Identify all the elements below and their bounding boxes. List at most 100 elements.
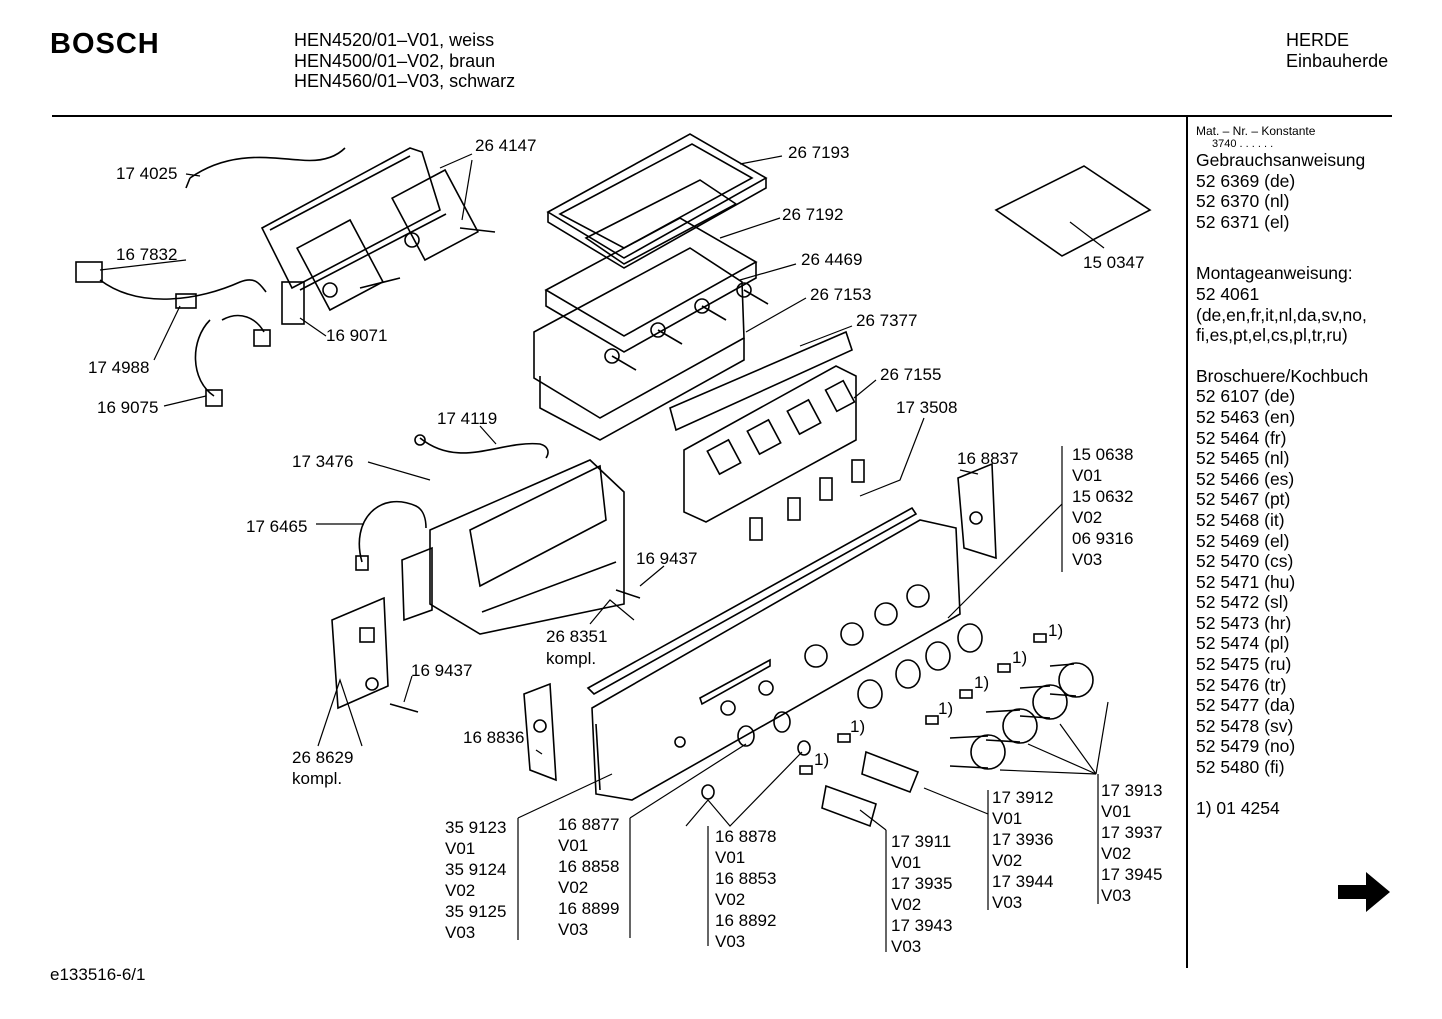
variant-group-17-3913: 17 3913 V01 17 3937 V02 17 3945 V03 bbox=[1101, 781, 1162, 905]
variant-label: V03 bbox=[1072, 550, 1102, 569]
frame-inner bbox=[558, 143, 754, 249]
variant-label: V01 bbox=[1072, 466, 1102, 485]
doc-number: 52 5476 (tr) bbox=[1196, 674, 1287, 695]
part-label: 16 8858 bbox=[558, 857, 619, 876]
leader bbox=[299, 317, 327, 337]
part-label: 26 4469 bbox=[801, 250, 862, 269]
model-list: HEN4520/01–V01, weiss HEN4500/01–V02, br… bbox=[294, 30, 515, 92]
footnote: 1) 01 4254 bbox=[1196, 797, 1280, 818]
screw-bag-15-0347 bbox=[994, 165, 1152, 257]
shaft bbox=[611, 355, 637, 371]
part-label: 16 8877 bbox=[558, 815, 619, 834]
doc-number: 52 5477 (da) bbox=[1196, 695, 1296, 716]
switch-window bbox=[746, 418, 782, 456]
part-label: 16 9071 bbox=[326, 326, 387, 345]
cap-marker bbox=[1033, 633, 1047, 643]
cable-end bbox=[185, 177, 191, 189]
variant-label: V03 bbox=[1101, 886, 1131, 905]
part-label: 26 7155 bbox=[880, 365, 941, 384]
leader bbox=[745, 297, 807, 333]
button-cap bbox=[797, 740, 811, 756]
part-label: 16 7832 bbox=[116, 245, 177, 264]
variant-group-17-3912: 17 3912 V01 17 3936 V02 17 3944 V03 bbox=[992, 788, 1053, 912]
knob bbox=[1058, 662, 1094, 698]
shaft bbox=[743, 289, 769, 305]
bracket-hole bbox=[359, 627, 375, 643]
doc-number: 52 5466 (es) bbox=[1196, 468, 1295, 489]
variant-label: V01 bbox=[1101, 802, 1131, 821]
doc-number: 52 6107 (de) bbox=[1196, 386, 1296, 407]
switch-window bbox=[706, 438, 742, 476]
screw bbox=[459, 227, 496, 233]
leader bbox=[739, 155, 783, 165]
part-label: 35 9123 bbox=[445, 818, 506, 837]
housing-26-7153 bbox=[533, 247, 745, 419]
leader bbox=[367, 461, 431, 481]
part-label: 17 3476 bbox=[292, 452, 353, 471]
switch-knob bbox=[404, 232, 420, 248]
category-line: HERDE bbox=[1286, 30, 1350, 50]
doc-number: 52 5480 (fi) bbox=[1196, 757, 1285, 778]
connector-17-4988 bbox=[175, 293, 197, 309]
part-label: 16 8892 bbox=[715, 911, 776, 930]
model-line: HEN4560/01–V03, schwarz bbox=[294, 71, 516, 91]
part-label: 26 4147 bbox=[475, 136, 536, 155]
part-label: 17 4988 bbox=[88, 358, 149, 377]
pot-knob bbox=[604, 348, 620, 364]
part-label: 17 3937 bbox=[1101, 823, 1162, 842]
doc-number: 52 6369 (de) bbox=[1196, 170, 1296, 191]
screw-16-9437 bbox=[615, 589, 641, 599]
variant-label: V03 bbox=[558, 920, 588, 939]
part-label: 17 3935 bbox=[891, 874, 952, 893]
next-page-arrow-icon[interactable] bbox=[1336, 870, 1392, 914]
doc-number: 52 6371 (el) bbox=[1196, 211, 1290, 232]
screw-16-9437 bbox=[389, 703, 419, 713]
bracket-26-8629 bbox=[331, 596, 389, 710]
part-label: 17 4025 bbox=[116, 164, 177, 183]
switch-body bbox=[295, 218, 385, 312]
cap-marker bbox=[799, 765, 813, 775]
leader bbox=[853, 379, 877, 399]
variant-label: V02 bbox=[992, 851, 1022, 870]
screw bbox=[359, 277, 401, 289]
clip-17-3508 bbox=[819, 477, 833, 501]
cap-marker bbox=[997, 663, 1011, 673]
bracket-16-8837 bbox=[957, 462, 997, 560]
section-title: Montageanweisung: bbox=[1196, 263, 1353, 284]
leader bbox=[739, 263, 797, 281]
cable-17-4025 bbox=[189, 147, 346, 179]
leader bbox=[461, 159, 473, 221]
leader bbox=[439, 153, 473, 169]
shaft bbox=[701, 305, 727, 321]
housing-base bbox=[539, 338, 745, 441]
part-label: 17 3943 bbox=[891, 916, 952, 935]
cap-marker bbox=[925, 715, 939, 725]
cable-17-6465 bbox=[358, 500, 427, 563]
plate-26-7377 bbox=[669, 330, 853, 432]
cable-16-9075-b bbox=[221, 314, 265, 333]
connector-16-7832 bbox=[75, 261, 103, 283]
pot-knob bbox=[694, 298, 710, 314]
part-label: 16 8837 bbox=[957, 449, 1018, 468]
switch-body bbox=[390, 168, 480, 262]
footnote-marker: 1) bbox=[974, 673, 989, 692]
connector bbox=[253, 329, 271, 347]
knob-ring bbox=[895, 659, 921, 689]
switch-bracket bbox=[260, 147, 441, 290]
variant-label: V03 bbox=[715, 932, 745, 951]
doc-number: 52 4061 bbox=[1196, 283, 1260, 304]
doc-number: 52 5478 (sv) bbox=[1196, 715, 1294, 736]
part-label: 06 9316 bbox=[1072, 529, 1133, 548]
part-label: 35 9125 bbox=[445, 902, 506, 921]
variant-label: V01 bbox=[992, 809, 1022, 828]
bracket-hole bbox=[969, 511, 983, 525]
bracket-hole bbox=[533, 719, 547, 733]
part-label: 35 9124 bbox=[445, 860, 506, 879]
cover-26-7192 bbox=[584, 179, 738, 265]
bracket-hole bbox=[365, 677, 379, 691]
cable-17-4119 bbox=[419, 437, 549, 459]
doc-number: 52 5474 (pl) bbox=[1196, 633, 1290, 654]
sidebar: Mat. – Nr. – Konstante 3740 . . . . . . … bbox=[1196, 124, 1368, 818]
